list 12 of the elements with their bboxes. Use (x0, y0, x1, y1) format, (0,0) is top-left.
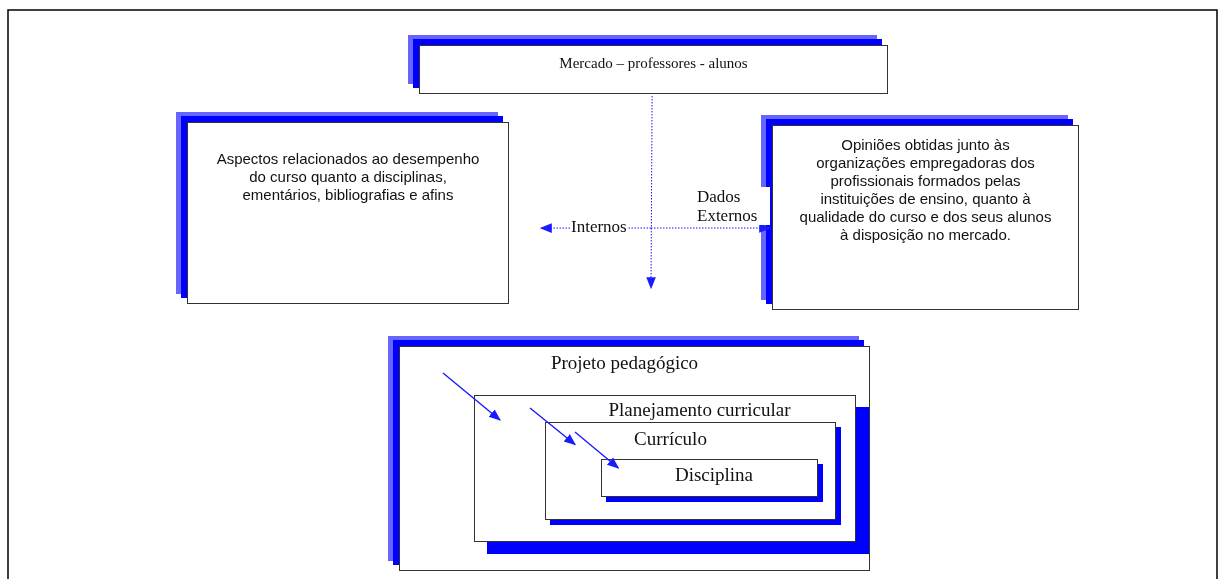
box-text: Mercado – professores - alunos (558, 54, 749, 72)
arrow (650, 223, 772, 233)
box-text: Projeto pedagógico (549, 352, 700, 374)
box-text: Currículo (633, 428, 708, 450)
arrow (646, 95, 656, 290)
arrow (529, 407, 577, 446)
box-text: Aspectos relacionados ao desempenho do curso quanto a disciplinas, ementários, bibliografias e afins (215, 150, 481, 204)
arrow (442, 372, 501, 421)
arrow (574, 431, 620, 469)
box-text: Planejamento curricular (607, 398, 792, 421)
box-text: Opiniões obtidas junto às organizações empregadoras dos profissionais formados pelas instituições de ensino, quanto à qualidade do curso e dos seus alunos à disposição no mercado. (798, 136, 1053, 244)
box-text: Disciplina (673, 463, 755, 486)
